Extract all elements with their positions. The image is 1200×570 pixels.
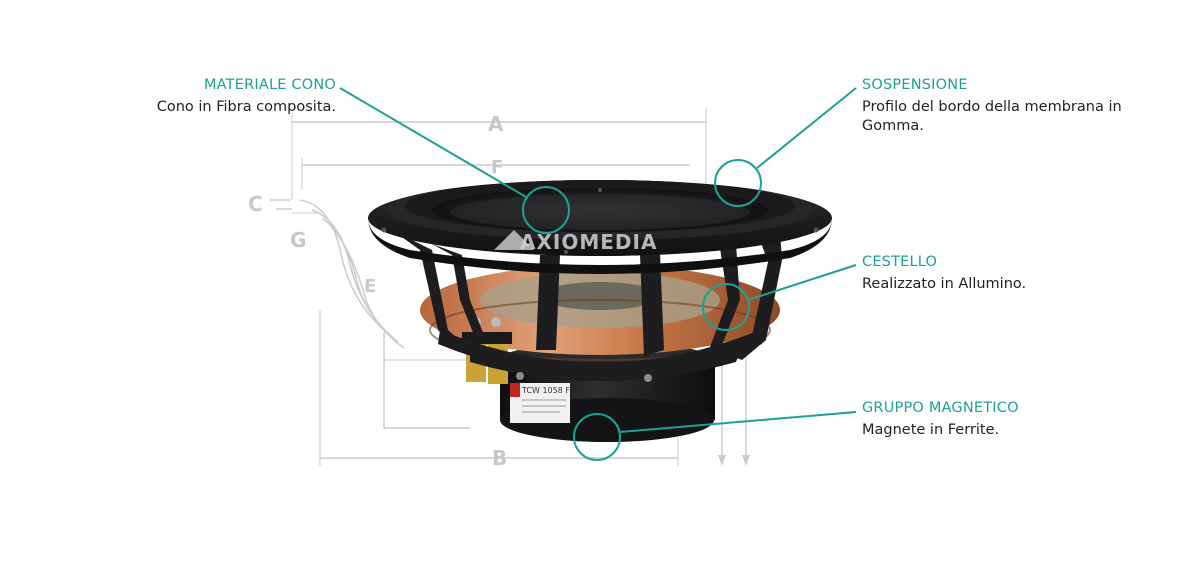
dimension-a-label: A [488,112,504,136]
callout-description: Profilo del bordo della membrana in Gomm… [862,99,1122,134]
callout-materiale-cono: MATERIALE CONO Cono in Fibra composita. [96,76,336,117]
sospensione-pointer-circle [714,159,762,207]
watermark-text: AXIOMEDIA [520,230,657,254]
gruppo-pointer-circle [573,413,621,461]
callout-description: Realizzato in Allumino. [862,276,1027,292]
callout-gruppo-magnetico: GRUPPO MAGNETICO Magnete in Ferrite. [862,399,1162,440]
callout-pointers [339,87,857,461]
cono-pointer-circle [522,186,570,234]
dimension-f-label: F [491,157,503,178]
sospensione-pointer-line [756,87,857,169]
speaker-photo: TCW 1058 F [368,180,832,442]
cestello-pointer-circle [702,283,750,331]
cono-pointer-line [339,87,527,198]
watermark: AXIOMEDIA [494,230,657,254]
callout-title: MATERIALE CONO [203,77,336,93]
dimension-e-label: E [364,276,376,297]
technical-drawing [270,108,750,466]
callout-cestello: CESTELLO Realizzato in Allumino. [862,253,1162,294]
callout-title: GRUPPO MAGNETICO [862,400,1019,416]
callout-sospensione: SOSPENSIONE Profilo del bordo della memb… [862,76,1142,136]
gruppo-pointer-line [619,411,857,433]
dimension-b-label: B [492,446,507,470]
callout-title: SOSPENSIONE [862,77,968,93]
magnet-label-text: TCW 1058 F [521,386,570,395]
callout-description: Magnete in Ferrite. [862,422,1000,438]
dimension-c-label: C [248,192,263,216]
callout-title: CESTELLO [862,254,938,270]
cestello-pointer-line [747,264,857,301]
dimension-g-label: G [290,228,306,252]
basket-frame [392,230,782,381]
callout-description: Cono in Fibra composita. [156,99,336,115]
